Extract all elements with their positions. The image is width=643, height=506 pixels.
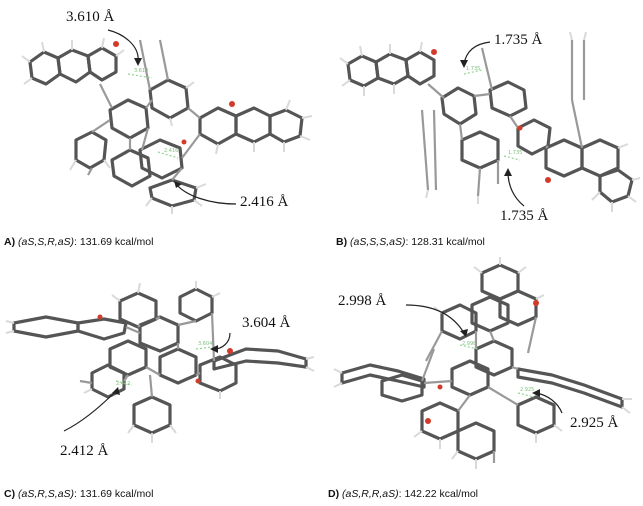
- distance-label-a2: 2.416 Å: [240, 194, 289, 210]
- panel-caption-c: C) (aS,R,S,aS): 131.69 kcal/mol: [4, 488, 153, 500]
- energy-b: : 128.31 kcal/mol: [405, 236, 485, 248]
- panel-letter-d: D): [328, 488, 340, 500]
- svg-text:1.735: 1.735: [508, 150, 522, 156]
- svg-text:2.416: 2.416: [164, 148, 178, 154]
- panel-d: 2.998 2.925 2.998 Å 2.925 Å D) (aS,R,R,a…: [322, 253, 643, 506]
- distance-label-b2: 1.735 Å: [500, 208, 549, 224]
- panel-b: 1.735 1.735 1.735 Å 1.735 Å B) (aS,S,S,a…: [322, 0, 643, 253]
- svg-text:3.610: 3.610: [134, 68, 148, 74]
- energy-d: : 142.22 kcal/mol: [398, 488, 479, 500]
- panel-caption-b: B) (aS,S,S,aS): 128.31 kcal/mol: [336, 236, 485, 248]
- panel-c: 2.412 3.604 3.604 Å 2.412 Å C) (aS,R,S,a…: [0, 253, 320, 506]
- energy-c: : 131.69 kcal/mol: [74, 488, 154, 500]
- molecule-structure-d: 2.998 2.925: [333, 257, 632, 469]
- energy-a: : 131.69 kcal/mol: [74, 236, 154, 248]
- molecule-structure-c: 2.412 3.604: [5, 281, 315, 443]
- panel-letter-b: B): [336, 236, 348, 248]
- configuration-d: (aS,R,R,aS): [342, 488, 399, 500]
- panel-a: 3.610 2.416 3.610 Å 2.416 Å A) (aS,S,R,a…: [0, 0, 320, 253]
- svg-text:2.925: 2.925: [520, 387, 534, 393]
- configuration-a: (aS,S,R,aS): [18, 236, 75, 248]
- svg-text:3.604: 3.604: [198, 341, 212, 347]
- configuration-b: (aS,S,S,aS): [350, 236, 406, 248]
- svg-text:2.998: 2.998: [462, 341, 476, 347]
- molecule-structure-b: 1.735 1.735: [339, 31, 641, 212]
- distance-label-a1: 3.610 Å: [66, 9, 115, 25]
- distance-label-c2: 2.412 Å: [60, 443, 109, 459]
- panel-letter-a: A): [4, 236, 16, 248]
- svg-text:1.735: 1.735: [466, 66, 480, 72]
- svg-text:2.412: 2.412: [116, 381, 130, 387]
- configuration-c: (aS,R,S,aS): [18, 488, 75, 500]
- distance-label-d2: 2.925 Å: [570, 415, 619, 431]
- distance-label-c1: 3.604 Å: [242, 315, 291, 331]
- panel-caption-d: D) (aS,R,R,aS): 142.22 kcal/mol: [328, 488, 478, 500]
- distance-label-b1: 1.735 Å: [494, 32, 543, 48]
- distance-label-d1: 2.998 Å: [338, 293, 387, 309]
- panel-caption-a: A) (aS,S,R,aS): 131.69 kcal/mol: [4, 236, 153, 248]
- panel-letter-c: C): [4, 488, 16, 500]
- molecule-structure-a: 3.610 2.416: [21, 29, 313, 214]
